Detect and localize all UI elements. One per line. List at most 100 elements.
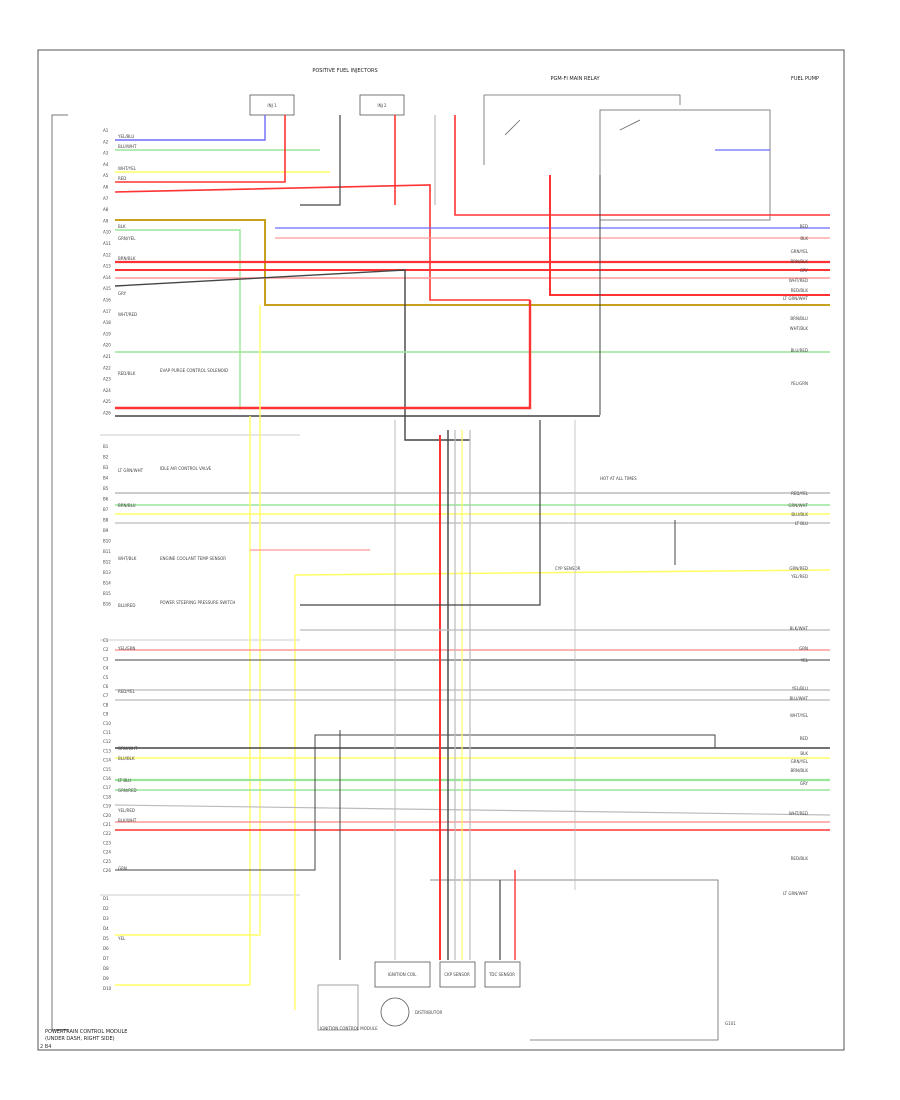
- pin-label-a3: A3: [103, 151, 109, 156]
- pin-label-d3: D3: [103, 916, 109, 921]
- wire-label-right-19: GRN: [799, 646, 808, 651]
- wire-label-right-17: YEL/RED: [790, 574, 808, 579]
- wire-label-right-18: BLK/WHT: [790, 626, 809, 631]
- pin-label-c3: C3: [103, 656, 109, 661]
- pin-label-a24: A24: [103, 388, 111, 393]
- wire-label-right-5: WHT/RED: [789, 278, 808, 283]
- pin-label-a17: A17: [103, 309, 111, 314]
- right-block-title: FUEL PUMP: [791, 76, 819, 82]
- pin-label-b13: B13: [103, 570, 111, 575]
- pin-label-c25: C25: [103, 859, 111, 864]
- wire-label-right-15: LT BLU: [795, 521, 808, 526]
- wire-label-right-23: WHT/YEL: [790, 713, 809, 718]
- wire-label-left-1: BLU/WHT: [118, 144, 137, 149]
- pin-label-b3: B3: [103, 465, 109, 470]
- pcm-title: POWERTRAIN CONTROL MODULE: [45, 1029, 127, 1035]
- wire-label-left-3: RED: [118, 176, 126, 181]
- pin-label-b15: B15: [103, 591, 111, 596]
- pin-label-d7: D7: [103, 956, 109, 961]
- wire-label-right-14: BLU/BLK: [791, 512, 808, 517]
- pin-label-b7: B7: [103, 507, 109, 512]
- pin-label-b9: B9: [103, 528, 109, 533]
- tdc-sensor-label: TDC SENSOR: [488, 972, 515, 977]
- pin-label-d10: D10: [103, 986, 112, 991]
- pin-label-a19: A19: [103, 331, 111, 336]
- pin-label-c10: C10: [103, 721, 111, 726]
- pin-label-c6: C6: [103, 684, 109, 689]
- wire-label-left-21: BLK/WHT: [118, 818, 137, 823]
- pin-label-c9: C9: [103, 712, 109, 717]
- pin-label-a13: A13: [103, 264, 111, 269]
- wire-label-right-12: RED/YEL: [791, 491, 809, 496]
- wire-10: [114, 269, 470, 441]
- bottom-harness: [430, 879, 719, 1041]
- diagram-frame: [37, 49, 845, 1051]
- wire-label-right-2: GRN/YEL: [791, 249, 809, 254]
- wire-label-right-21: YEL/BLU: [791, 686, 808, 691]
- pin-label-a1: A1: [103, 128, 109, 133]
- pin-label-c1: C1: [103, 638, 109, 643]
- pin-label-d4: D4: [103, 926, 109, 931]
- wire-label-right-20: YEL: [800, 658, 809, 663]
- pin-label-b10: B10: [103, 539, 111, 544]
- wire-label-right-6: RED/BLK: [791, 288, 809, 293]
- pin-label-c18: C18: [103, 794, 111, 799]
- pin-label-d9: D9: [103, 976, 109, 981]
- psp-label: POWER STEERING PRESSURE SWITCH: [160, 600, 235, 605]
- top-right-title: PGM-FI MAIN RELAY: [550, 76, 600, 82]
- icm-label: IGNITION CONTROL MODULE: [320, 1026, 378, 1031]
- pin-label-b4: B4: [103, 476, 109, 481]
- wire-12: [115, 300, 532, 410]
- wire-41: [115, 734, 716, 871]
- pin-label-d1: D1: [103, 896, 109, 901]
- pin-label-c16: C16: [103, 776, 111, 781]
- wire-label-right-0: RED: [800, 224, 808, 229]
- wire-label-left-10: LT GRN/WHT: [118, 468, 144, 473]
- cyp-label: CYP SENSOR: [555, 566, 581, 571]
- pin-label-b11: B11: [103, 549, 111, 554]
- wire-color-labels: YEL/BLUBLU/WHTWHT/YELREDBLKGRN/YELBRN/BL…: [117, 134, 809, 941]
- pin-label-c5: C5: [103, 675, 109, 680]
- wire-29: [115, 416, 251, 986]
- pin-label-c21: C21: [103, 822, 111, 827]
- wire-label-left-13: BLU/RED: [118, 603, 135, 608]
- wire-label-right-28: GRY: [800, 781, 809, 786]
- wire-label-left-22: GRN: [118, 866, 127, 871]
- hot-label: HOT AT ALL TIMES: [600, 476, 637, 481]
- injector-1-label: INJ 1: [267, 103, 277, 108]
- wire-label-left-16: GRN/WHT: [118, 746, 138, 751]
- wire-19: [454, 115, 830, 216]
- wire-label-left-23: YEL: [117, 936, 126, 941]
- wire-20: [549, 175, 830, 296]
- pin-label-a21: A21: [103, 354, 111, 359]
- pin-label-a10: A10: [103, 230, 111, 235]
- pin-label-c26: C26: [103, 868, 111, 873]
- pin-label-b6: B6: [103, 497, 109, 502]
- main-relay-box: [484, 94, 681, 105]
- corner-code: 2 B4: [40, 1044, 51, 1050]
- pin-label-a12: A12: [103, 252, 111, 257]
- wire-label-right-11: YEL/GRN: [790, 381, 808, 386]
- pin-label-c2: C2: [103, 647, 109, 652]
- wire-16: [300, 115, 341, 206]
- pcm-subtitle: (UNDER DASH, RIGHT SIDE): [45, 1036, 115, 1042]
- wire-label-left-20: YEL/RED: [117, 808, 135, 813]
- wire-4: [114, 184, 530, 301]
- wire-label-right-24: RED: [800, 736, 808, 741]
- pin-label-a6: A6: [103, 185, 109, 190]
- injector-2-box: [359, 94, 405, 116]
- wire-label-right-30: RED/BLK: [791, 856, 809, 861]
- wire-label-left-0: YEL/BLU: [117, 134, 134, 139]
- wire-label-right-9: WHT/BLK: [790, 326, 809, 331]
- pin-label-a14: A14: [103, 275, 111, 280]
- wire-label-right-25: BLK: [800, 751, 808, 756]
- pin-label-a16: A16: [103, 298, 111, 303]
- pin-label-a8: A8: [103, 207, 109, 212]
- wire-label-left-9: RED/BLK: [118, 371, 136, 376]
- pin-label-c15: C15: [103, 767, 111, 772]
- pin-label-a5: A5: [103, 173, 109, 178]
- injector-2-label: INJ 2: [377, 103, 387, 108]
- pin-label-a25: A25: [103, 399, 111, 404]
- pin-label-c17: C17: [103, 785, 111, 790]
- wire-38: [114, 804, 831, 816]
